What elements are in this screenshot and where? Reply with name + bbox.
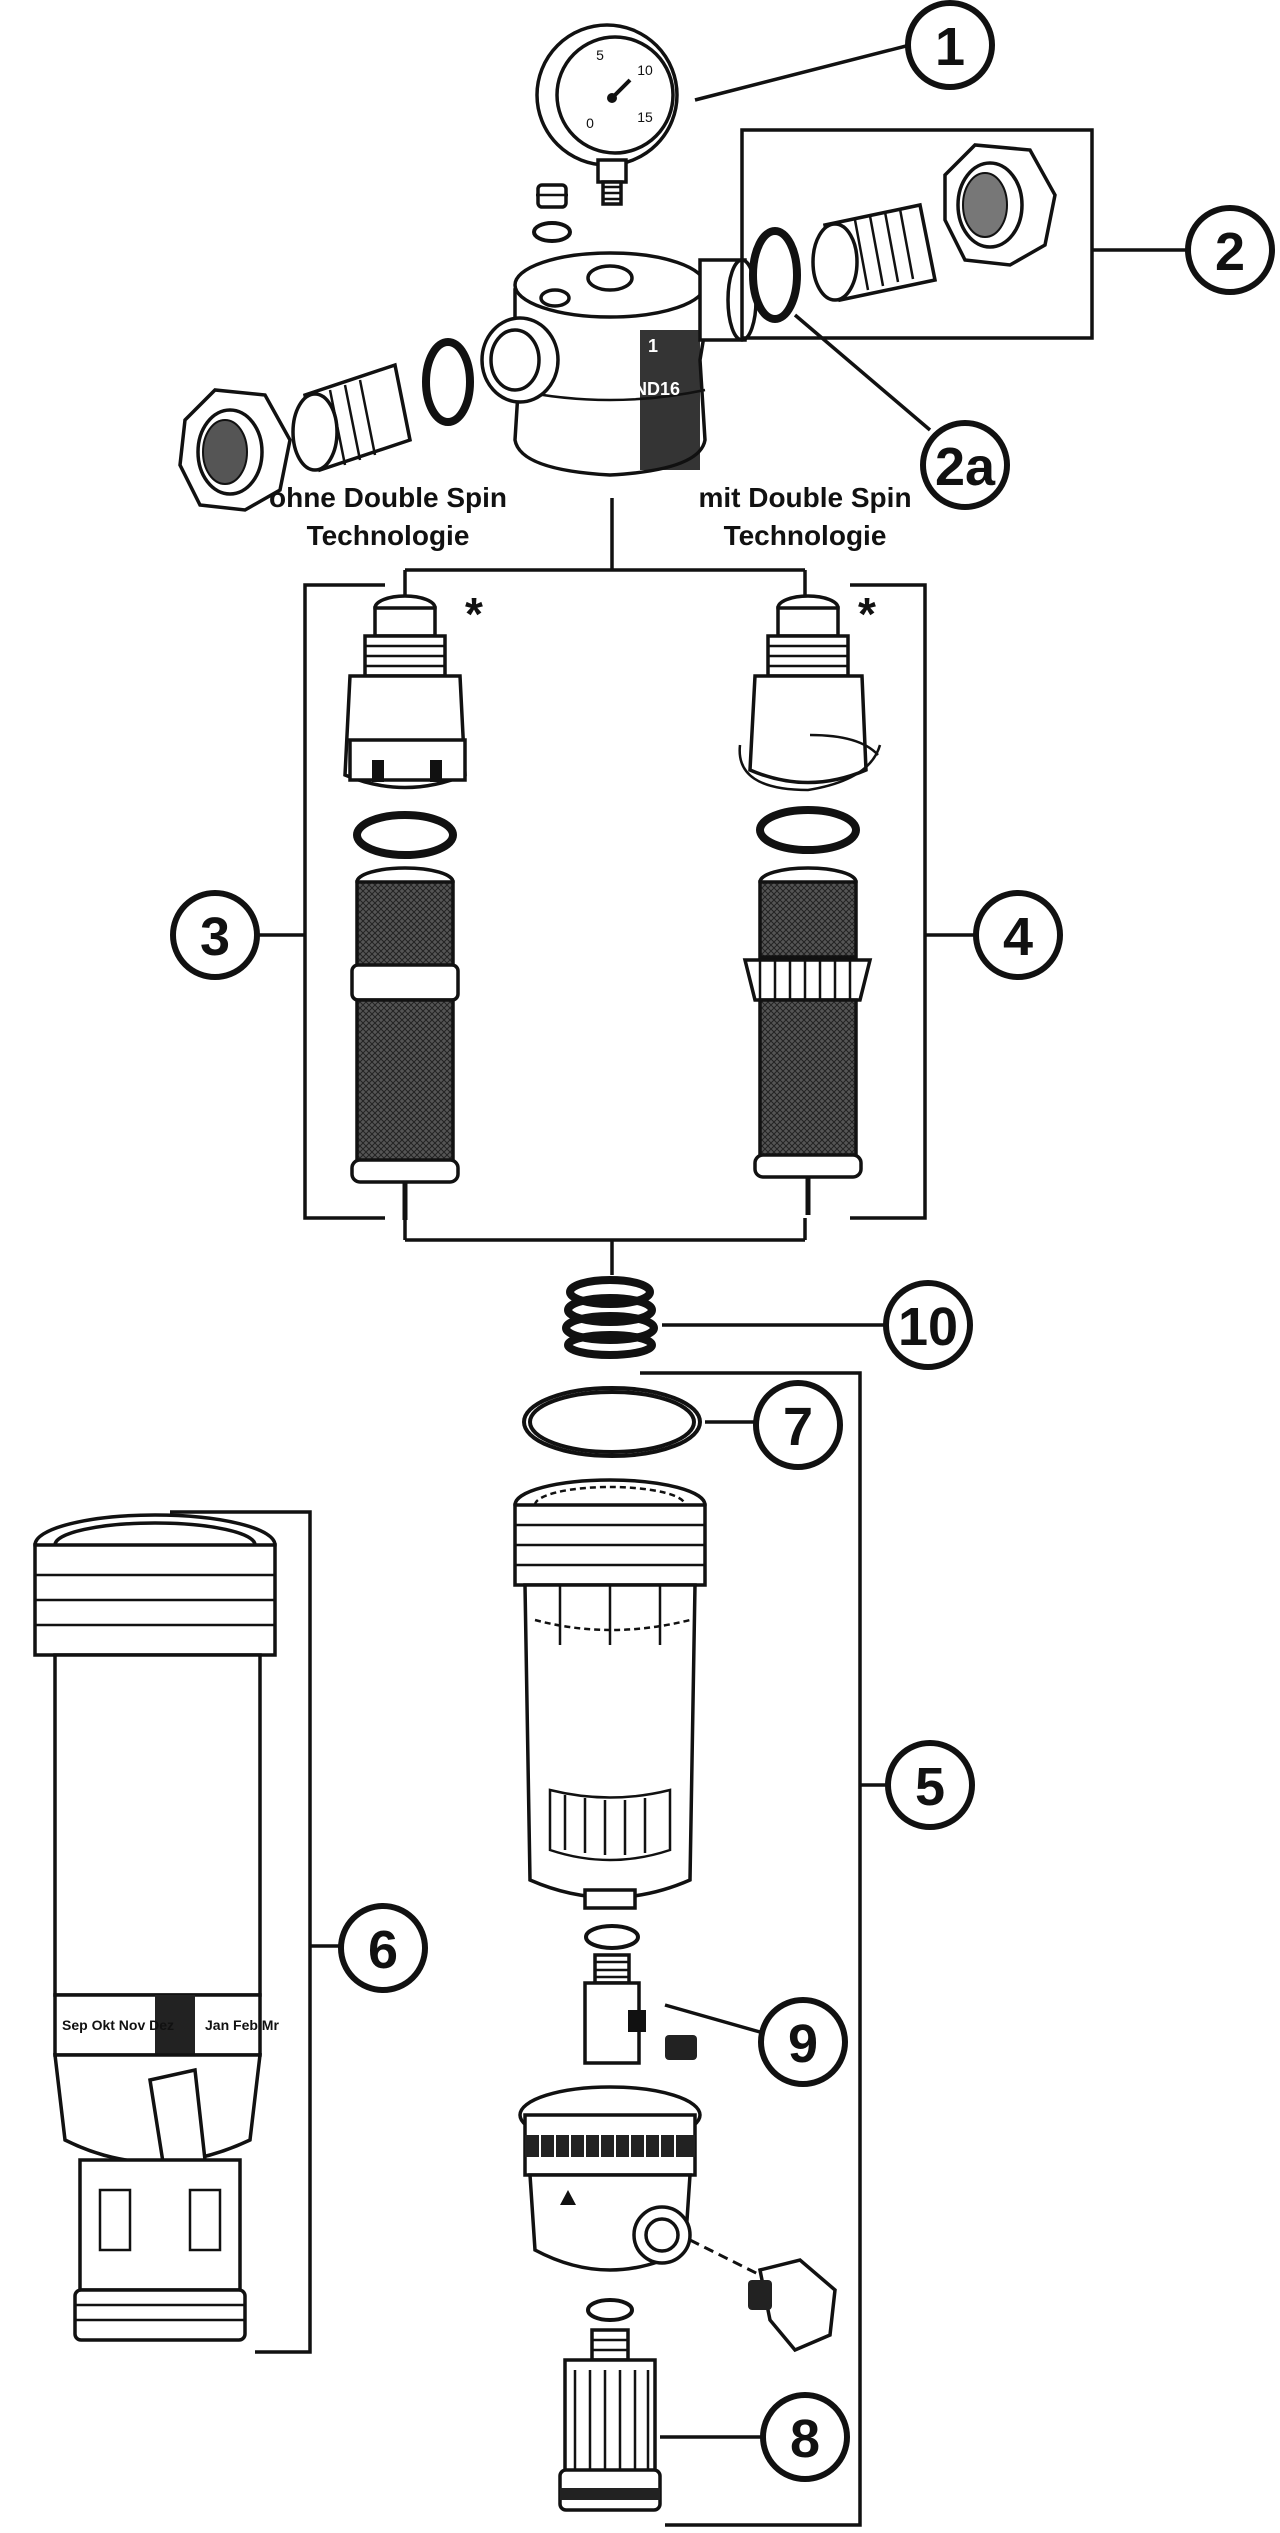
- right-gasket-2a: [749, 227, 801, 323]
- right-union-nut: [943, 143, 1057, 267]
- left-mesh-cartridge: [350, 866, 460, 1220]
- spring-part: [562, 1276, 658, 1359]
- left-gasket: [422, 338, 474, 426]
- callout-8-label: 8: [790, 2409, 820, 2469]
- bowl-o-ring: [522, 1386, 702, 1458]
- callout-2: 2: [740, 128, 1275, 340]
- reminder-ring-months-right: Jan Feb Mr: [205, 2017, 279, 2033]
- bracket-4: 4: [850, 583, 1063, 1220]
- callout-5-label: 5: [915, 1757, 945, 1817]
- caption-right-line1: mit Double Spin: [698, 482, 911, 513]
- connector-tree-top: [403, 498, 807, 595]
- housing-number-mark: 1: [648, 336, 658, 356]
- right-threaded-nipple: [811, 202, 938, 303]
- caption-left-line2: Technologie: [307, 520, 470, 551]
- caption-right-line2: Technologie: [724, 520, 887, 551]
- plug-screw: [532, 183, 572, 243]
- callout-7: 7: [705, 1380, 843, 1470]
- right-o-ring: [756, 806, 860, 854]
- caption-left-line1: ohne Double Spin: [269, 482, 507, 513]
- left-o-ring: [353, 811, 457, 859]
- reminder-ring-months-left: Sep Okt Nov Dez: [62, 2017, 174, 2033]
- complete-filter-bowl: Sep Okt Nov Dez Jan Feb Mr: [33, 1513, 279, 2342]
- callout-2a-label: 2a: [935, 437, 996, 497]
- callout-8: 8: [660, 2392, 850, 2482]
- callout-10: 10: [662, 1280, 973, 1370]
- drain-valve-assembly: [583, 1924, 697, 2065]
- gauge-hub: [607, 93, 617, 103]
- callout-4-label: 4: [1003, 907, 1033, 967]
- transparent-filter-bowl: [513, 1478, 707, 1910]
- left-threaded-nipple: [291, 362, 413, 473]
- bracket-5: 5: [640, 1371, 975, 2527]
- left-union-nut: [178, 388, 292, 512]
- callout-2-label: 2: [1215, 222, 1245, 282]
- right-filter-insert-top: [738, 594, 882, 792]
- connector-tree-bottom: [403, 1218, 807, 1275]
- gauge-tick-5: 5: [596, 47, 604, 63]
- bottom-strainer: [558, 2298, 662, 2512]
- gauge-tick-15: 15: [637, 109, 653, 125]
- filter-head-housing: 1 ND16: [480, 251, 758, 477]
- callout-10-label: 10: [898, 1297, 958, 1357]
- callout-2a: 2a: [793, 313, 1010, 510]
- callout-1: 1: [694, 0, 995, 102]
- bracket-3: 3: [170, 583, 385, 1220]
- callout-3-label: 3: [200, 907, 230, 967]
- callout-9-label: 9: [788, 2014, 818, 2074]
- asterisk-left: *: [465, 588, 483, 640]
- housing-pressure-mark: ND16: [634, 379, 680, 399]
- bracket-6: 6: [170, 1510, 428, 2354]
- callout-6-label: 6: [368, 1920, 398, 1980]
- gauge-tick-0: 0: [586, 115, 594, 131]
- left-filter-insert-top: [343, 594, 467, 790]
- callout-1-label: 1: [935, 17, 965, 77]
- callout-9: 9: [664, 1997, 848, 2087]
- right-mesh-cartridge: [742, 866, 873, 1215]
- drain-housing: [518, 2085, 837, 2353]
- gauge-tick-10: 10: [637, 62, 653, 78]
- pressure-gauge: 5 10 15 0: [535, 23, 679, 206]
- asterisk-right: *: [858, 588, 876, 640]
- callout-7-label: 7: [783, 1397, 813, 1457]
